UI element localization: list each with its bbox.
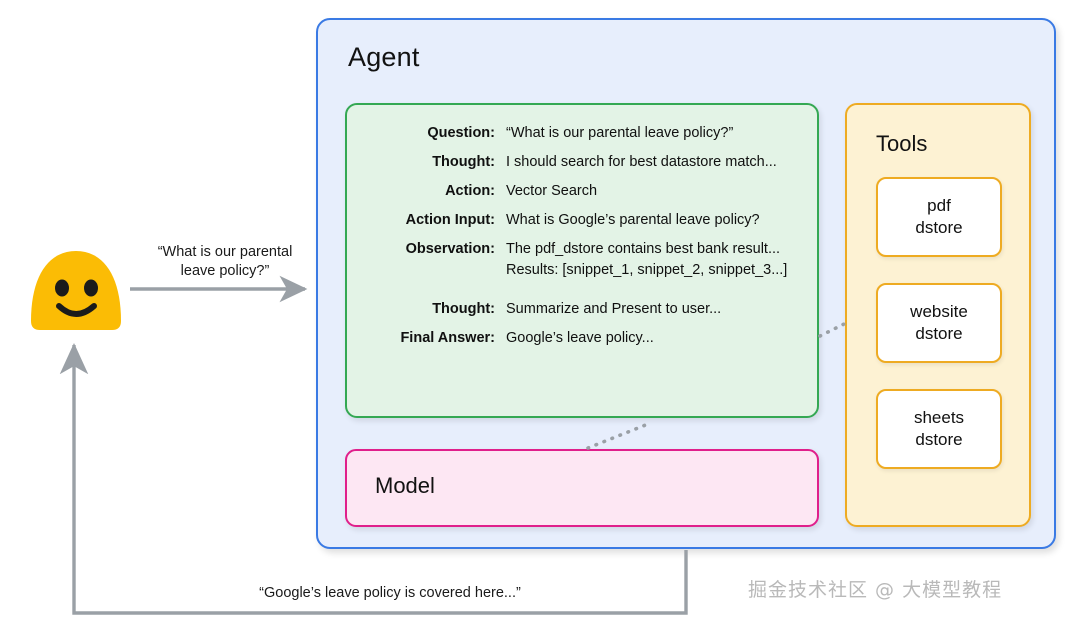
trace-row: Action Input: What is Google’s parental l… [347,210,817,231]
trace-row-value: Google’s leave policy... [506,330,654,346]
reasoning-trace-box: Question: “What is our parental leave pol… [345,103,819,418]
trace-row: Final Answer: Google’s leave policy... [347,328,817,349]
agent-answer-caption: “Google’s leave policy is covered here..… [259,585,521,601]
trace-row-label: Thought: [432,154,495,170]
tools-label: Tools [876,131,928,156]
trace-row-list: Question: “What is our parental leave pol… [347,123,817,357]
trace-row: Thought: I should search for best datasto… [347,152,817,173]
user-question-caption: “What is our parental leave policy?” [157,244,293,279]
user-avatar [30,249,122,331]
trace-row-value: I should search for best datastore match… [506,154,777,170]
trace-row-label: Question: [427,125,495,141]
trace-row: Thought: Summarize and Present to user... [347,299,817,320]
tool-card-sheets-dstore[interactable]: sheets dstore [876,389,1002,469]
trace-row-label: Action: [445,183,495,199]
tools-panel: Tools pdf dstore website dstore sheets d… [845,103,1031,527]
trace-row-value: What is Google’s parental leave policy? [506,212,760,228]
trace-row: Observation: The pdf_dstore contains best… [347,239,817,281]
trace-row-value: “What is our parental leave policy?” [506,125,734,141]
trace-row-value: Vector Search [506,183,598,199]
trace-row-label: Observation: [405,241,495,257]
tool-card-website-dstore[interactable]: website dstore [876,283,1002,363]
trace-row-label: Final Answer: [400,330,495,346]
trace-row-value: The pdf_dstore contains best bank result… [506,241,788,278]
model-label: Model [375,473,435,498]
agent-title: Agent [348,42,420,72]
trace-row: Question: “What is our parental leave pol… [347,123,817,144]
trace-row-label: Action Input: [405,212,495,228]
model-box: Model [345,449,819,527]
trace-row: Action: Vector Search [347,181,817,202]
watermark: 掘金技术社区 @ 大模型教程 [748,579,1003,601]
tool-card-pdf-dstore[interactable]: pdf dstore [876,177,1002,257]
trace-row-label: Thought: [432,301,495,317]
smiley-blob-avatar-icon [31,251,121,330]
trace-row-value: Summarize and Present to user... [506,301,722,317]
